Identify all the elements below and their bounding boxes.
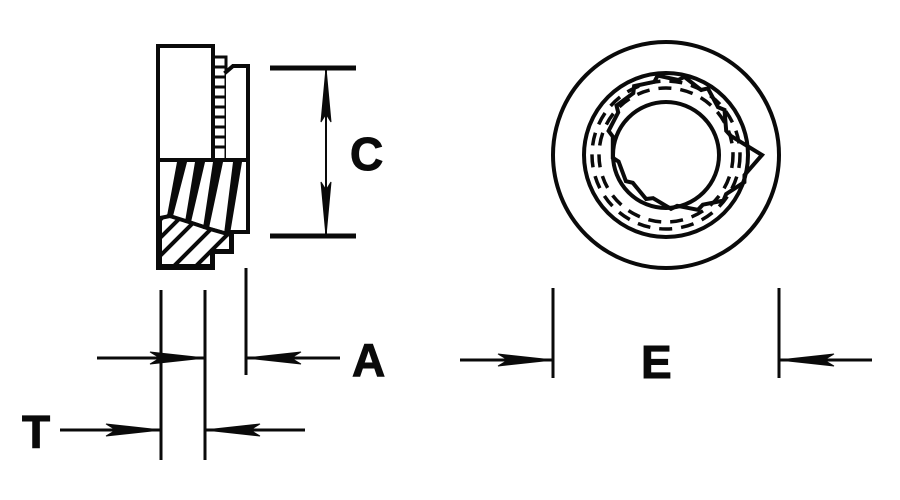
head-flange-outline	[223, 64, 250, 162]
knurl-serration-outer	[606, 73, 766, 212]
dimension-e-label: E	[641, 336, 672, 388]
dimension-a-arrow-right	[245, 351, 302, 365]
hatch-region-outline	[158, 213, 233, 268]
knurl-inner-circle	[582, 71, 750, 239]
dimension-a-label: A	[352, 334, 385, 386]
hidden-thread-circle-outer	[590, 79, 742, 231]
section-side-view	[156, 44, 250, 270]
barrel-upper-outline	[156, 44, 215, 162]
dimension-t-arrow-right	[204, 423, 261, 437]
dimension-a: A	[97, 334, 386, 387]
end-view	[551, 40, 781, 270]
dimension-t: T	[22, 406, 305, 459]
hidden-thread-circle-inner	[597, 86, 735, 224]
dimension-t-label: T	[22, 406, 50, 458]
dimension-c-arrow-down	[320, 181, 332, 237]
dimension-c-label: C	[350, 128, 383, 180]
dimension-c: C	[270, 65, 384, 239]
dimension-e-arrow-left	[497, 353, 554, 367]
dimension-a-arrow-left	[149, 351, 206, 365]
dimension-t-arrow-left	[105, 423, 162, 437]
outer-circle	[551, 40, 781, 270]
bore-circle	[611, 100, 721, 210]
dimension-e-arrow-right	[778, 353, 835, 367]
dimension-c-arrow-up	[320, 67, 332, 123]
dimension-e: E	[460, 288, 872, 389]
